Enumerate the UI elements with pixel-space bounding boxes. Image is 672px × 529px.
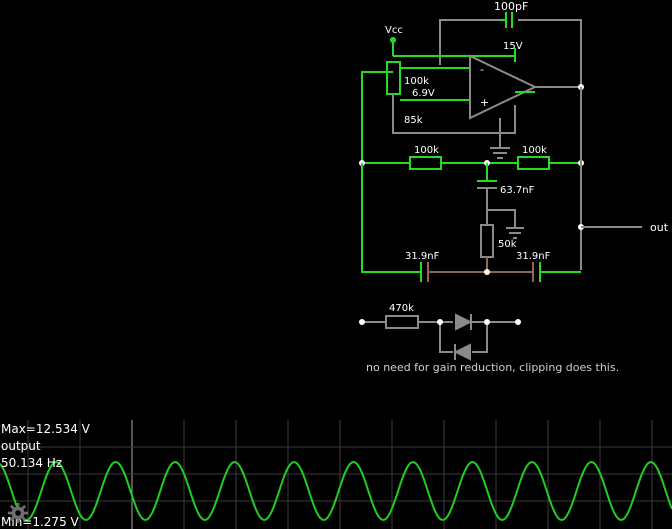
res-85k-label: 85k xyxy=(404,115,423,126)
cap-63-7nF-lower xyxy=(477,187,524,239)
res-50k-label: 50k xyxy=(498,239,517,250)
node-bottom-mid[interactable] xyxy=(484,269,490,275)
gear-icon[interactable] xyxy=(7,502,29,524)
scope-max-label: Max=12.534 V xyxy=(1,422,90,436)
voltage-6-9v-label: 6.9V xyxy=(412,88,435,99)
scope-grid xyxy=(0,420,672,529)
clipper-wires xyxy=(362,321,518,353)
cap-31-9nF-left[interactable] xyxy=(418,262,431,282)
diode-forward[interactable] xyxy=(455,313,473,331)
cap-63-7nF-label: 63.7nF xyxy=(500,185,535,196)
scope-frequency-label: 50.134 Hz xyxy=(1,456,63,470)
res-100k-left[interactable] xyxy=(409,156,442,170)
clipper-node-left[interactable] xyxy=(359,319,365,325)
scope-waveform xyxy=(0,460,672,522)
opamp-ground xyxy=(490,118,510,159)
scope-plot[interactable] xyxy=(0,420,672,529)
vcc-label: Vcc xyxy=(385,25,403,36)
bias-wires xyxy=(361,40,516,162)
clipper-node-b[interactable] xyxy=(484,319,490,325)
res-100k-bias[interactable] xyxy=(386,61,401,95)
opamp-plus: + xyxy=(480,96,489,109)
res-100k-left-label: 100k xyxy=(414,145,439,156)
res-100k-right[interactable] xyxy=(517,156,550,170)
cap-63-7nF[interactable] xyxy=(477,163,497,182)
supply-15v-label: 15V xyxy=(503,41,523,52)
res-470k-label: 470k xyxy=(389,303,414,314)
res-50k[interactable] xyxy=(480,224,494,258)
clipping-note: no need for gain reduction, clipping doe… xyxy=(366,361,619,374)
cap-100pF[interactable] xyxy=(500,12,513,28)
circuit-canvas[interactable]: 100pF Vcc 100k 6.9V 85k - + 15V 100k 1 xyxy=(0,0,672,420)
diode-reverse[interactable] xyxy=(453,343,471,361)
res-470k[interactable] xyxy=(385,315,419,329)
cap-31-9nF-right-label: 31.9nF xyxy=(516,251,551,262)
res-85k[interactable] xyxy=(392,94,516,134)
scope-signal-label: output xyxy=(1,439,41,453)
cap-31-9nF-right[interactable] xyxy=(530,262,543,282)
bottom-rail xyxy=(361,163,581,282)
output-label[interactable]: out xyxy=(650,221,669,234)
clipper-node-right[interactable] xyxy=(515,319,521,325)
opamp-minus: - xyxy=(480,63,484,76)
clipper-node-a[interactable] xyxy=(437,319,443,325)
feedback-loop xyxy=(439,19,582,85)
res-100k-bias-label: 100k xyxy=(404,76,429,87)
opamp[interactable]: - + xyxy=(469,54,581,120)
res-100k-right-label: 100k xyxy=(522,145,547,156)
cap-31-9nF-left-label: 31.9nF xyxy=(405,251,440,262)
cap-100pF-label: 100pF xyxy=(494,0,528,13)
